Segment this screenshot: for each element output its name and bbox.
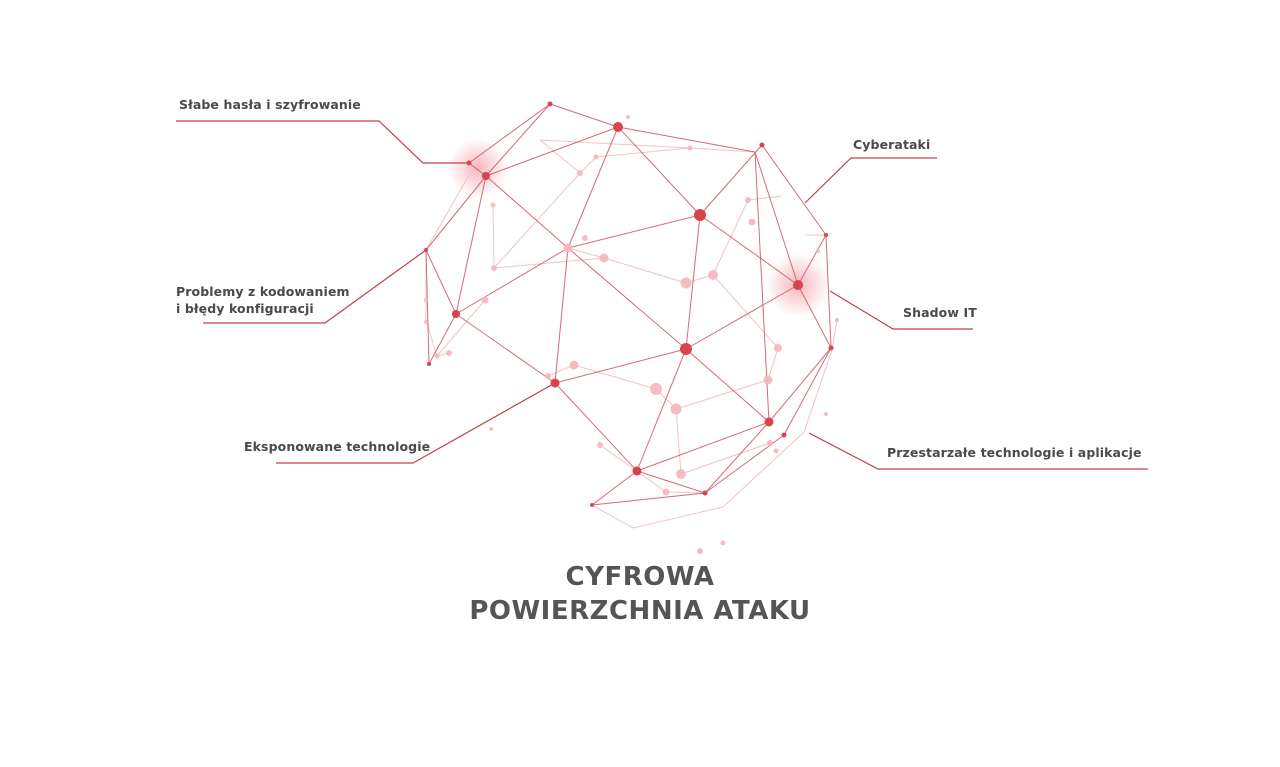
title-line-2: POWIERZCHNIA ATAKU xyxy=(469,596,811,626)
strong-nodes xyxy=(424,101,834,507)
label-coding-problems-line2: i błędy konfiguracji xyxy=(176,301,314,316)
label-cyberattacks: Cyberataki xyxy=(853,137,931,152)
label-exposed-technologies: Eksponowane technologie xyxy=(244,439,431,454)
light-nodes xyxy=(424,115,839,554)
faint-edges xyxy=(425,139,838,529)
label-shadow-it: Shadow IT xyxy=(903,305,977,320)
label-coding-problems-line1: Problemy z kodowaniem xyxy=(176,284,350,299)
leader-lines xyxy=(176,120,1148,470)
label-outdated-technologies: Przestarzałe technologie i aplikacje xyxy=(887,445,1142,460)
diagram-title: CYFROWA POWIERZCHNIA ATAKU xyxy=(0,560,1280,628)
title-line-1: CYFROWA xyxy=(565,562,715,592)
main-edges xyxy=(425,103,832,506)
label-weak-passwords: Słabe hasła i szyfrowanie xyxy=(179,97,361,112)
glow-highlight xyxy=(448,138,508,198)
